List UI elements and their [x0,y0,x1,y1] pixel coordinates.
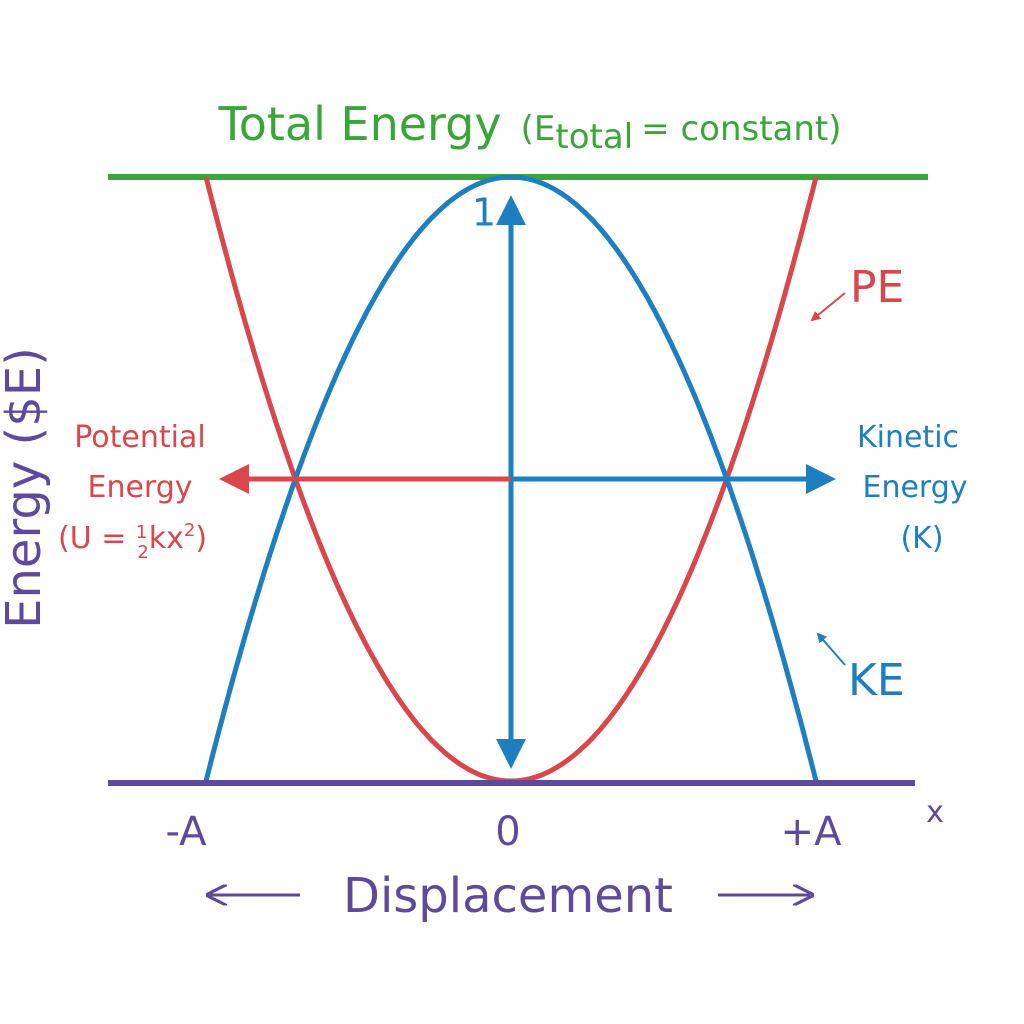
x-axis-title: Displacement [343,868,673,924]
ke-curve [203,174,819,782]
potential-label-line2: Energy [87,470,192,505]
potential-formula-close: ) [195,521,207,556]
top-mark-label: 1 [472,190,496,234]
kinetic-label-line1: Kinetic [857,420,959,455]
kinetic-energy-annotation: Kinetic Energy (K) [857,420,968,556]
x-tick-label: -A [166,809,208,855]
chart-title: Total Energy (Etotal= constant) [217,97,841,157]
x-tick-labels: -A 0 +A [166,809,843,855]
title-main: Total Energy [217,97,501,151]
pe-tag: PE [850,262,904,313]
kinetic-label-line2: Energy [862,470,967,505]
potential-label-line1: Potential [74,420,205,455]
y-axis-title: Energy ($E) [0,347,52,629]
frac-den: 2 [137,542,148,563]
frac-num: 1 [136,522,147,543]
title-sub-rest: = constant) [641,109,841,149]
pe-tag-pointer [810,292,846,322]
ke-tag-pointer [816,632,846,666]
potential-formula-open: (U = [58,521,136,556]
x-tick-label: 0 [495,809,520,855]
kinetic-label-line3: (K) [900,521,943,556]
x-tick-label: +A [781,809,843,855]
title-sub-subscript: total [555,117,633,157]
potential-formula-kx: kx [149,521,184,556]
x-axis-symbol: x [926,795,944,830]
ke-tag: KE [848,655,905,706]
potential-formula-exp: 2 [184,520,195,541]
title-sub-open: (E [521,109,556,149]
